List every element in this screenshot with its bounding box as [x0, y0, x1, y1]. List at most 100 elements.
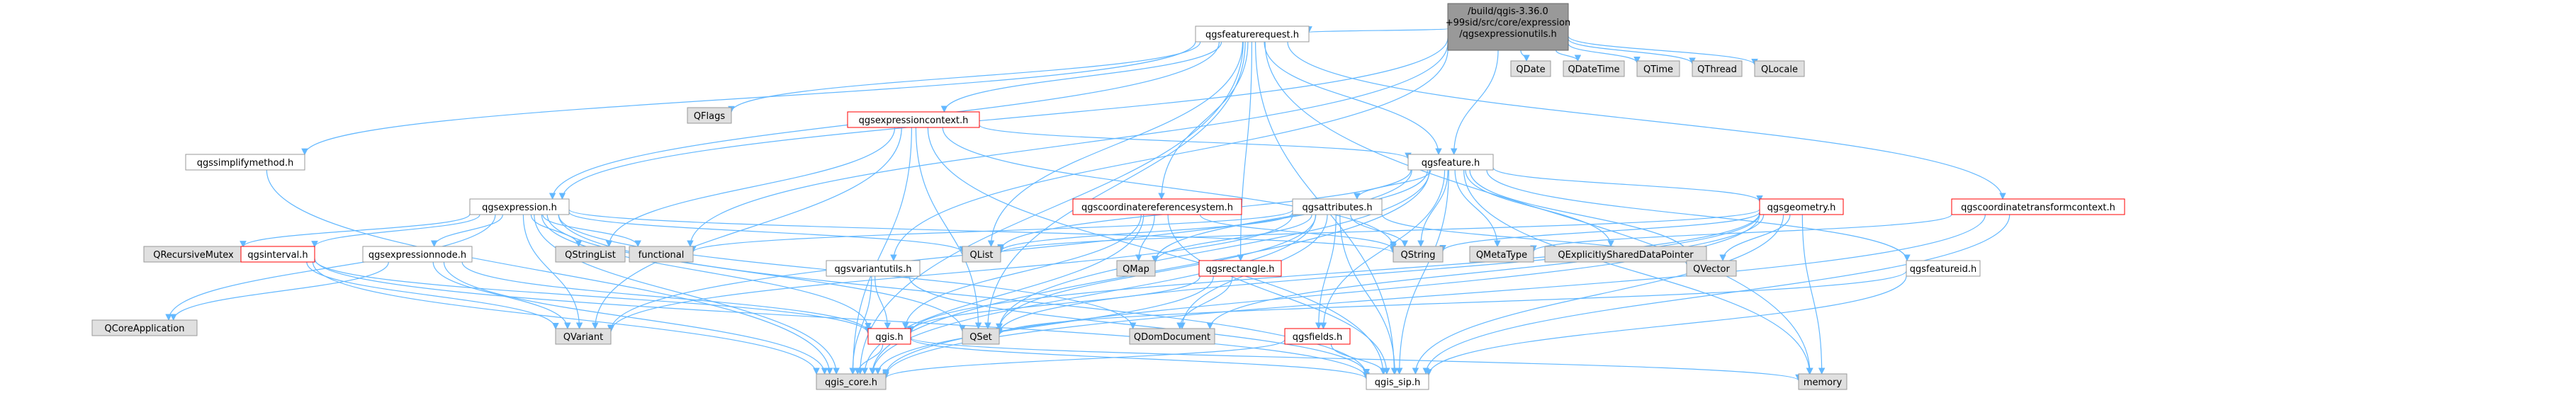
- edge-qgscoordinatereferencesystem-to-qgis_core: [861, 214, 1144, 375]
- node-box-QVariant: [555, 328, 612, 345]
- edge-qgsgeometry-to-QSet: [996, 213, 1760, 334]
- edge-qgsgeometry-to-qgis_sip: [1412, 214, 1784, 375]
- node-label-QString: QString: [1400, 250, 1435, 261]
- edge-qgsfeatureid-to-QSet: [996, 271, 1907, 336]
- edge-qgsfeature-to-qgis_sip: [1395, 169, 1449, 375]
- node-label-QExplicitlySharedDataPointer: QExplicitlySharedDataPointer: [1558, 250, 1694, 261]
- edge-qgsfeaturerequest-to-qgscoordinatetransformcontext: [1287, 41, 2006, 200]
- node-qgsfeaturerequest[interactable]: qgsfeaturerequest.h: [1195, 25, 1310, 42]
- node-layer: /build/qgis-3.36.0+99sid/src/core/expres…: [91, 3, 2125, 390]
- node-box-qgsexpression: [469, 198, 570, 215]
- edge-qgsfeaturerequest-to-qgsrectangle: [1237, 41, 1253, 261]
- edge-qgsexpression-to-qgsinterval: [311, 214, 480, 248]
- node-label-memory: memory: [1804, 377, 1843, 388]
- node-label-qgscoordinatereferencesystem: qgscoordinatereferencesystem.h: [1081, 203, 1233, 213]
- node-box-qgsattributes: [1292, 198, 1383, 215]
- edge-qgscoordinatereferencesystem-to-qgis: [901, 214, 1142, 329]
- edge-qgsexpressionnode-to-qgis_core: [443, 261, 828, 375]
- node-qgis_sip[interactable]: qgis_sip.h: [1366, 373, 1429, 390]
- node-box-qgsfields: [1284, 328, 1351, 345]
- node-qgis[interactable]: qgis.h: [867, 328, 911, 345]
- edge-root-to-qgsvariantutils: [890, 50, 1449, 261]
- edge-qgssimplifymethod-to-qgis_core: [266, 169, 833, 375]
- node-label-qgis_sip: qgis_sip.h: [1375, 377, 1420, 388]
- node-box-root: [1447, 3, 1569, 51]
- edge-qgsexpression-to-QVariant: [522, 214, 583, 329]
- node-box-QDate: [1510, 60, 1551, 77]
- node-label-QVariant: QVariant: [563, 332, 603, 343]
- edge-qgsgeometry-to-qgis_core: [882, 214, 1760, 376]
- node-box-QSet: [962, 328, 1000, 345]
- edge-qgsexpressioncontext-to-QString: [942, 127, 1397, 249]
- node-box-qgsfeaturerequest: [1195, 25, 1310, 42]
- node-QSet: QSet: [962, 328, 1000, 345]
- edge-root-to-QDate: [1520, 50, 1530, 62]
- node-label-QVector: QVector: [1693, 264, 1730, 275]
- edge-qgsexpressioncontext-to-qgsfeature: [979, 124, 1412, 160]
- node-QDate: QDate: [1510, 60, 1551, 77]
- node-label-QDomDocument: QDomDocument: [1134, 332, 1210, 343]
- node-box-functional: [629, 246, 694, 263]
- node-label-qgsrectangle: qgsrectangle.h: [1205, 264, 1274, 275]
- node-qgssimplifymethod[interactable]: qgssimplifymethod.h: [185, 154, 305, 171]
- edge-qgsfields-to-qgis_core: [882, 338, 1286, 380]
- node-qgsexpression[interactable]: qgsexpression.h: [469, 198, 570, 215]
- edge-qgsexpression-to-QRecursiveMutex: [240, 213, 471, 248]
- node-qgsvariantutils[interactable]: qgsvariantutils.h: [826, 260, 921, 277]
- node-qgsfields[interactable]: qgsfields.h: [1284, 328, 1351, 345]
- edge-qgsfeaturerequest-to-QFlags: [728, 41, 1201, 113]
- edge-root-to-qgsfeaturerequest: [1305, 25, 1449, 33]
- node-qgsfeature[interactable]: qgsfeature.h: [1407, 154, 1494, 171]
- node-box-QString: [1393, 246, 1444, 263]
- edge-qgsattributes-to-QMap: [1152, 214, 1312, 263]
- edge-root-to-QDateTime: [1556, 50, 1582, 62]
- edge-qgsgeometry-to-QDomDocument: [1206, 214, 1765, 329]
- edge-qgsfeaturerequest-to-qgsexpressioncontext: [940, 41, 1222, 113]
- node-QLocale: QLocale: [1754, 60, 1805, 77]
- node-qgscoordinatetransformcontext[interactable]: qgscoordinatetransformcontext.h: [1951, 198, 2125, 215]
- node-label-QTime: QTime: [1643, 64, 1673, 75]
- edge-qgsgeometry-to-qgis: [907, 212, 1760, 334]
- node-qgsrectangle[interactable]: qgsrectangle.h: [1198, 260, 1282, 277]
- node-label-QMetaType: QMetaType: [1476, 250, 1527, 261]
- node-label-QList: QList: [970, 250, 994, 261]
- node-box-qgsrectangle: [1198, 260, 1282, 277]
- node-box-qgis: [867, 328, 911, 345]
- node-qgsexpressionnode[interactable]: qgsexpressionnode.h: [362, 246, 473, 263]
- edge-qgsfeature-to-QExplicitlySharedDataPointer: [1465, 169, 1614, 247]
- node-label-QFlags: QFlags: [694, 111, 726, 122]
- edge-qgsattributes-to-functional: [690, 209, 1293, 253]
- edge-qgsattributes-to-qgis_core: [869, 214, 1317, 375]
- node-qgsinterval[interactable]: qgsinterval.h: [240, 246, 315, 263]
- node-QThread: QThread: [1692, 60, 1743, 77]
- edge-qgsvariantutils-to-qgis_sip: [909, 275, 1370, 376]
- node-QExplicitlySharedDataPointer: QExplicitlySharedDataPointer: [1544, 246, 1707, 263]
- edge-qgsattributes-to-QString: [1350, 214, 1409, 247]
- node-box-QThread: [1692, 60, 1743, 77]
- node-label-QDateTime: QDateTime: [1568, 64, 1619, 75]
- node-root[interactable]: /build/qgis-3.36.0+99sid/src/core/expres…: [1446, 3, 1570, 51]
- node-label-QRecursiveMutex: QRecursiveMutex: [153, 250, 234, 261]
- edge-qgsfeature-to-qgsgeometry: [1492, 167, 1763, 203]
- edge-qgsexpressioncontext-to-QSet: [915, 127, 982, 329]
- node-box-qgis_core: [816, 373, 887, 390]
- edge-qgis-to-qgis_sip: [910, 338, 1370, 380]
- edge-qgsexpressioncontext-to-qgis_sip: [927, 127, 1387, 375]
- node-label-QSet: QSet: [969, 332, 992, 343]
- edge-qgsgeometry-to-QString: [1439, 212, 1760, 252]
- node-label-qgsgeometry: qgsgeometry.h: [1767, 203, 1836, 213]
- node-label-qgis_core: qgis_core.h: [825, 377, 877, 388]
- node-qgsattributes[interactable]: qgsattributes.h: [1292, 198, 1383, 215]
- node-qgsexpressioncontext[interactable]: qgsexpressioncontext.h: [847, 111, 980, 128]
- node-QFlags: QFlags: [687, 107, 732, 124]
- node-qgsgeometry[interactable]: qgsgeometry.h: [1759, 198, 1844, 215]
- node-box-QTime: [1636, 60, 1680, 77]
- node-label-functional: functional: [639, 250, 685, 261]
- edge-qgsgeometry-to-QList: [997, 208, 1760, 254]
- node-box-QLocale: [1754, 60, 1805, 77]
- node-qgsfeatureid[interactable]: qgsfeatureid.h: [1906, 260, 1981, 277]
- edge-qgsexpression-to-QCoreApplication: [165, 214, 496, 321]
- edge-qgsfeature-to-QMap: [1152, 169, 1429, 263]
- node-qgscoordinatereferencesystem[interactable]: qgscoordinatereferencesystem.h: [1072, 198, 1242, 215]
- node-QCoreApplication: QCoreApplication: [91, 319, 198, 336]
